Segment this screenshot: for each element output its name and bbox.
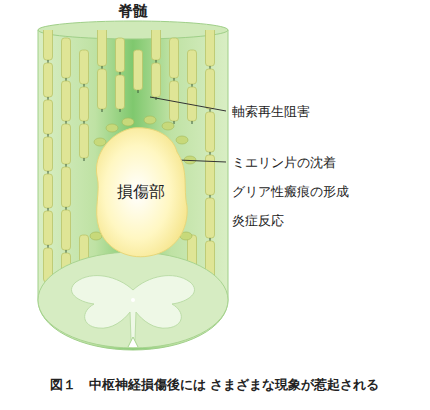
myelin-segment: [62, 210, 71, 250]
myelin-segment: [206, 198, 215, 238]
axon-node: [210, 152, 211, 155]
axon-node: [210, 238, 211, 241]
myelin-segment: [80, 50, 89, 84]
annotation-label: グリア性瘢痕の形成: [232, 184, 349, 200]
myelin-segment: [134, 50, 143, 90]
annotation-label: ミエリン片の沈着: [232, 155, 336, 171]
axon-node: [48, 134, 49, 137]
myelin-debris: [122, 118, 134, 126]
axon-node: [138, 90, 139, 93]
cord-body: [38, 21, 228, 350]
axon-node: [192, 84, 193, 87]
axon-node: [66, 207, 67, 210]
cross-section: [38, 252, 228, 348]
myelin-segment: [80, 87, 89, 121]
figure-title: 脊髄: [118, 3, 148, 19]
myelin-segment: [152, 63, 161, 97]
lesion-area: 損傷部: [93, 126, 189, 258]
axon-node: [84, 158, 85, 161]
myelin-segment: [206, 69, 215, 109]
myelin-segment: [152, 26, 161, 60]
axon-node: [120, 109, 121, 112]
axon-node: [48, 245, 49, 248]
myelin-debris: [144, 116, 156, 124]
axon-node: [210, 195, 211, 198]
axon-node: [210, 66, 211, 69]
axon-node: [120, 72, 121, 75]
myelin-debris: [94, 138, 106, 146]
myelin-segment: [44, 26, 53, 60]
axon-node: [66, 164, 67, 167]
axon-node: [174, 121, 175, 124]
axon-node: [66, 78, 67, 81]
figure-caption: 図１ 中枢神経損傷後には さまざまな現象が惹起される: [50, 377, 379, 393]
myelin-segment: [116, 75, 125, 109]
myelin-segment: [98, 26, 107, 66]
myelin-segment: [62, 81, 71, 121]
myelin-segment: [80, 124, 89, 158]
myelin-segment: [62, 167, 71, 207]
myelin-debris: [106, 124, 118, 132]
annotation-label: 軸索再生阻害: [232, 104, 310, 120]
axon-node: [66, 250, 67, 253]
myelin-segment: [44, 211, 53, 245]
myelin-segment: [206, 26, 215, 66]
myelin-debris: [176, 136, 188, 144]
myelin-segment: [62, 38, 71, 78]
axon-node: [48, 208, 49, 211]
axon-node: [210, 109, 211, 112]
axon-node: [174, 78, 175, 81]
axon-node: [48, 171, 49, 174]
myelin-segment: [206, 112, 215, 152]
axon-node: [84, 84, 85, 87]
axon-node: [102, 109, 103, 112]
myelin-segment: [44, 174, 53, 208]
axon-node: [102, 66, 103, 69]
axon-node: [48, 60, 49, 63]
myelin-segment: [116, 38, 125, 72]
myelin-segment: [44, 63, 53, 97]
myelin-debris: [90, 232, 102, 240]
myelin-segment: [44, 100, 53, 134]
myelin-segment: [98, 69, 107, 109]
myelin-segment: [170, 38, 179, 78]
myelin-segment: [62, 124, 71, 164]
myelin-debris: [162, 122, 174, 130]
axon-node: [156, 60, 157, 63]
myelin-segment: [188, 50, 197, 84]
lesion-label: 損傷部: [117, 182, 165, 202]
axon-node: [84, 121, 85, 124]
myelin-segment: [44, 137, 53, 171]
annotation-label: 炎症反応: [232, 213, 284, 229]
axon-node: [192, 121, 193, 124]
axon-node: [66, 121, 67, 124]
axon-node: [48, 97, 49, 100]
